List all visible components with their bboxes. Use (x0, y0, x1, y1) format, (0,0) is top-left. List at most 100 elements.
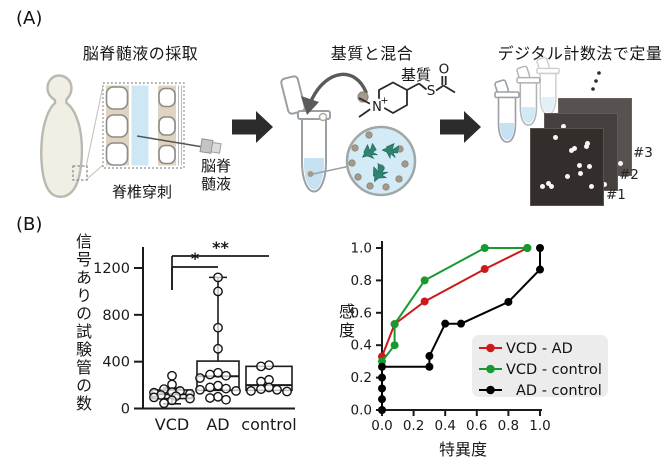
series-marker (425, 362, 434, 371)
data-point (159, 398, 169, 409)
data-point (272, 384, 282, 395)
quantify-step-title: デジタル計数法で定量 (497, 44, 663, 63)
data-point (213, 380, 223, 391)
series-marker (420, 276, 429, 285)
well-chip-1 (530, 128, 604, 206)
legend-label: AD - control (516, 383, 602, 399)
positive-well-dot (571, 145, 577, 151)
data-point (205, 382, 215, 393)
add-substrate-arrow (301, 72, 368, 115)
significance-label: ** (212, 238, 229, 257)
data-point (213, 391, 223, 402)
series-marker (480, 244, 489, 252)
y-tick-label: 1200 (93, 261, 130, 277)
data-point (213, 343, 223, 354)
data-point (205, 369, 215, 380)
data-point (221, 383, 231, 394)
data-point (231, 386, 241, 396)
series-marker (378, 373, 386, 382)
positive-well-dot (564, 174, 570, 180)
series-marker (457, 319, 465, 328)
atom-o: O (439, 62, 450, 78)
atom-mask (369, 98, 385, 114)
chip-label: #2 (619, 167, 639, 183)
series-marker (378, 406, 386, 414)
atom-s: S (427, 83, 436, 99)
panel-a-diagram: N + S O (40, 56, 601, 198)
positive-well-dot (578, 171, 584, 177)
substrate-label: 基質 (400, 66, 431, 84)
mix-step-title: 基質と混合 (330, 44, 414, 63)
data-point (213, 272, 223, 283)
legend-label: VCD - control (506, 362, 602, 378)
roc-y-axis-label: 感度 (336, 303, 355, 341)
data-point (282, 386, 292, 397)
spine-inset (102, 82, 222, 169)
positive-well-dot (588, 183, 594, 189)
category-label: VCD (155, 415, 189, 434)
positive-well-dot (618, 161, 624, 167)
data-point (213, 322, 223, 333)
x-tick-label: 0.6 (466, 418, 487, 434)
data-point (213, 367, 223, 378)
y-tick-label: 1.0 (351, 241, 372, 257)
positive-well-dot (577, 163, 583, 169)
x-tick-label: 0.2 (403, 418, 424, 434)
data-point (205, 393, 215, 403)
series-marker (378, 362, 386, 371)
positive-well-dot (568, 148, 574, 154)
x-tick-label: 0.8 (498, 418, 519, 434)
csf-canal (131, 85, 149, 166)
y-tick-label: 0.4 (351, 338, 372, 354)
series-marker (480, 265, 489, 274)
data-point (195, 384, 205, 395)
box-group-control (245, 360, 293, 397)
vertebrae (105, 86, 176, 166)
inset-caption: 脊椎穿刺 (111, 183, 172, 201)
significance-bracket: ** (171, 238, 269, 290)
puncture-needle (136, 135, 222, 154)
positive-well-dot (539, 183, 545, 189)
chip-label: #1 (606, 187, 626, 203)
data-point (167, 370, 177, 381)
puncture-site-box (72, 165, 88, 181)
y-tick-label: 800 (102, 308, 130, 324)
data-point (264, 382, 274, 393)
category-label: control (241, 415, 296, 434)
y-tick-label: 0.6 (351, 305, 372, 321)
y-tick-label: 0.2 (351, 370, 372, 386)
y-tick-label: 0.8 (351, 273, 372, 289)
series-marker (536, 244, 544, 252)
step-arrow-2 (440, 111, 481, 143)
y-tick-label: 0 (121, 402, 130, 418)
magnified-droplet (345, 125, 417, 197)
ellipsis-dots (591, 71, 601, 91)
positive-well-dot (602, 181, 608, 187)
series-marker (390, 320, 399, 329)
series-marker (420, 297, 429, 306)
positive-well-dot (587, 164, 593, 170)
legend-marker-dot (486, 364, 495, 374)
positive-well-dot (560, 124, 566, 130)
atom-n: N (372, 100, 382, 115)
data-point (149, 392, 159, 403)
x-tick-label: 1.0 (529, 418, 550, 434)
substrate-bead-outline (318, 112, 328, 122)
series-marker (378, 395, 386, 404)
x-tick-label: 0.4 (434, 418, 455, 434)
roc-series-AD-control (378, 244, 544, 414)
data-point (195, 373, 205, 383)
tube-lid (280, 75, 306, 115)
series-marker (504, 297, 513, 306)
beads-in-droplet (348, 131, 409, 191)
box-group-AD (195, 272, 241, 405)
chip-label: #3 (633, 145, 653, 161)
mixing-tube (280, 75, 351, 193)
legend-marker-dot (486, 343, 495, 353)
positive-well-dot (584, 143, 590, 149)
significance-bracket: * (171, 249, 218, 290)
